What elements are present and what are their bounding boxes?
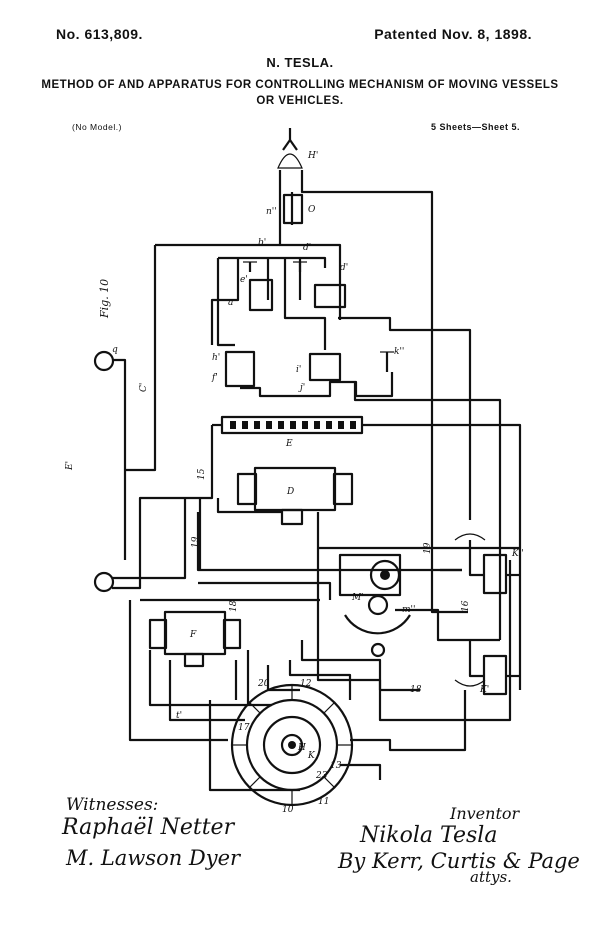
relay-group: [224, 261, 394, 388]
lamp-q: [93, 350, 115, 593]
model-note: (No Model.): [72, 122, 122, 132]
label-13: 13: [330, 761, 342, 771]
label-m1: M': [351, 593, 364, 603]
label-m2: m'': [402, 605, 415, 615]
inventor-label: Inventor: [450, 804, 520, 823]
patent-title-line-2: OR VEHICLES.: [256, 95, 344, 107]
figure-labels: Fig. 10 H' O n'' b' e' d' d' a h' i' f' …: [65, 151, 524, 815]
label-18b: 18: [410, 685, 422, 695]
inventor-signature: Nikola Tesla: [360, 823, 498, 848]
label-h: H: [297, 743, 306, 753]
wiring: [112, 170, 522, 792]
label-j1: j': [298, 383, 305, 393]
label-20: 20: [257, 679, 270, 689]
label-11: 11: [318, 797, 329, 807]
label-19b: 19: [423, 542, 433, 554]
attorneys-signature: By Kerr, Curtis & Page: [338, 849, 580, 873]
label-a: a: [228, 298, 233, 308]
label-23: 23: [315, 771, 328, 781]
label-19a: 19: [191, 536, 201, 548]
label-k1: K': [479, 685, 489, 695]
label-o: O: [308, 205, 316, 215]
label-q: q: [112, 345, 118, 355]
figure-label: Fig. 10: [98, 279, 111, 319]
label-f1: f': [211, 373, 218, 383]
label-h1: h': [212, 353, 220, 363]
patent-title-line-1: METHOD OF AND APPARATUS FOR CONTROLLING …: [41, 79, 559, 91]
label-k2: k'': [394, 347, 404, 357]
label-e1-cap: E': [65, 461, 75, 471]
battery-e: [220, 415, 364, 435]
label-d: D: [286, 487, 294, 497]
label-18a: 18: [229, 600, 239, 612]
label-d1a: d': [303, 243, 311, 253]
label-k2-cap: K'': [511, 549, 524, 559]
motor-d: [236, 466, 354, 526]
label-t1: t': [176, 711, 182, 721]
commutator-h: [230, 683, 354, 807]
label-i1: i': [296, 365, 301, 375]
label-e1: e': [240, 275, 248, 285]
witness-signature-1: Raphaël Netter: [62, 815, 235, 840]
inventor-name: N. TESLA.: [266, 55, 334, 70]
label-e: E: [285, 439, 293, 449]
label-10: 10: [282, 805, 294, 815]
witnesses-label: Witnesses:: [66, 795, 159, 815]
patent-number: No. 613,809.: [56, 26, 143, 42]
gear-mechanism: [338, 553, 411, 658]
attorneys-abbrev: attys.: [470, 868, 512, 886]
label-16: 16: [461, 600, 471, 612]
motor-f: [148, 610, 242, 668]
sheet-count: 5 Sheets—Sheet 5.: [430, 122, 520, 132]
label-c1: C': [139, 383, 149, 392]
label-d1b: d': [340, 263, 348, 273]
label-h2: H': [307, 151, 318, 161]
patent-date: Patented Nov. 8, 1898.: [374, 26, 532, 42]
label-12: 12: [300, 679, 312, 689]
label-15: 15: [197, 468, 207, 480]
label-f: F: [189, 630, 197, 640]
resistance-o: [282, 193, 304, 225]
relays-k: [454, 533, 508, 696]
label-b1: b': [258, 238, 266, 248]
label-k: K: [307, 751, 316, 761]
witness-signature-2: M. Lawson Dyer: [66, 846, 241, 870]
label-n2: n'': [266, 207, 277, 217]
label-17: 17: [238, 723, 250, 733]
signal-lamp-h2: [277, 128, 303, 169]
